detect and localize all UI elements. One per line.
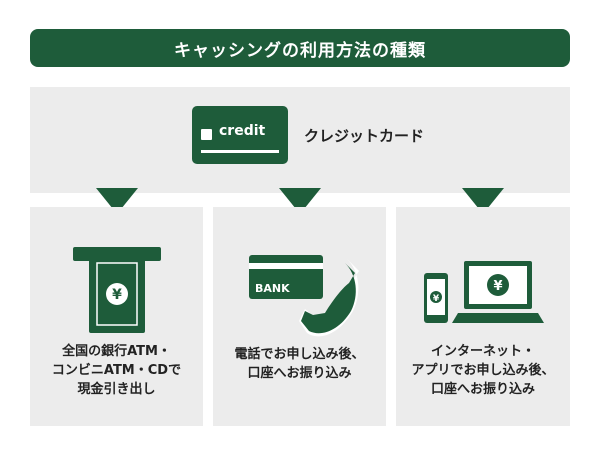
card-stripe (201, 150, 279, 153)
credit-card-panel (30, 87, 570, 193)
caption-line: コンビニATM・CDで (51, 363, 182, 378)
caption-line: アプリでお申し込み後、 (411, 363, 555, 378)
caption-line: 全国の銀行ATM・ (62, 344, 171, 359)
card-chip (201, 129, 212, 140)
caption-line: 電話でお申し込み後、 (234, 347, 365, 362)
phone-laptop-yen-icon: ¥ ¥ (424, 261, 544, 323)
credit-card-label: クレジットカード (304, 127, 425, 145)
page-title: キャッシングの利用方法の種類 (30, 29, 570, 67)
caption-line: 口座へお振り込み (247, 366, 352, 381)
bank-card-text: BANK (255, 282, 290, 295)
method-caption: 全国の銀行ATM・ コンビニATM・CDで 現金引き出し (30, 342, 203, 399)
svg-text:¥: ¥ (493, 279, 502, 294)
svg-text:¥: ¥ (433, 294, 440, 304)
caption-line: 現金引き出し (77, 382, 156, 397)
card-brand-text: credit (219, 123, 266, 139)
caption-line: インターネット・ (430, 344, 535, 359)
method-caption: インターネット・ アプリでお申し込み後、 口座へお振り込み (396, 342, 570, 399)
svg-text:¥: ¥ (112, 287, 122, 303)
atm-cash-icon: ¥ (73, 247, 161, 333)
credit-card-icon: credit (192, 106, 288, 164)
method-panel-atm: ¥ 全国の銀行ATM・ コンビニATM・CDで 現金引き出し (30, 207, 203, 426)
method-caption: 電話でお申し込み後、 口座へお振り込み (213, 345, 386, 383)
bank-card-phone-icon: BANK (249, 255, 359, 337)
method-panel-internet: ¥ ¥ インターネット・ アプリでお申し込み後、 口座へお振り込み (396, 207, 570, 426)
caption-line: 口座へお振り込み (430, 382, 535, 397)
method-panel-phone: BANK 電話でお申し込み後、 口座へお振り込み (213, 207, 386, 426)
